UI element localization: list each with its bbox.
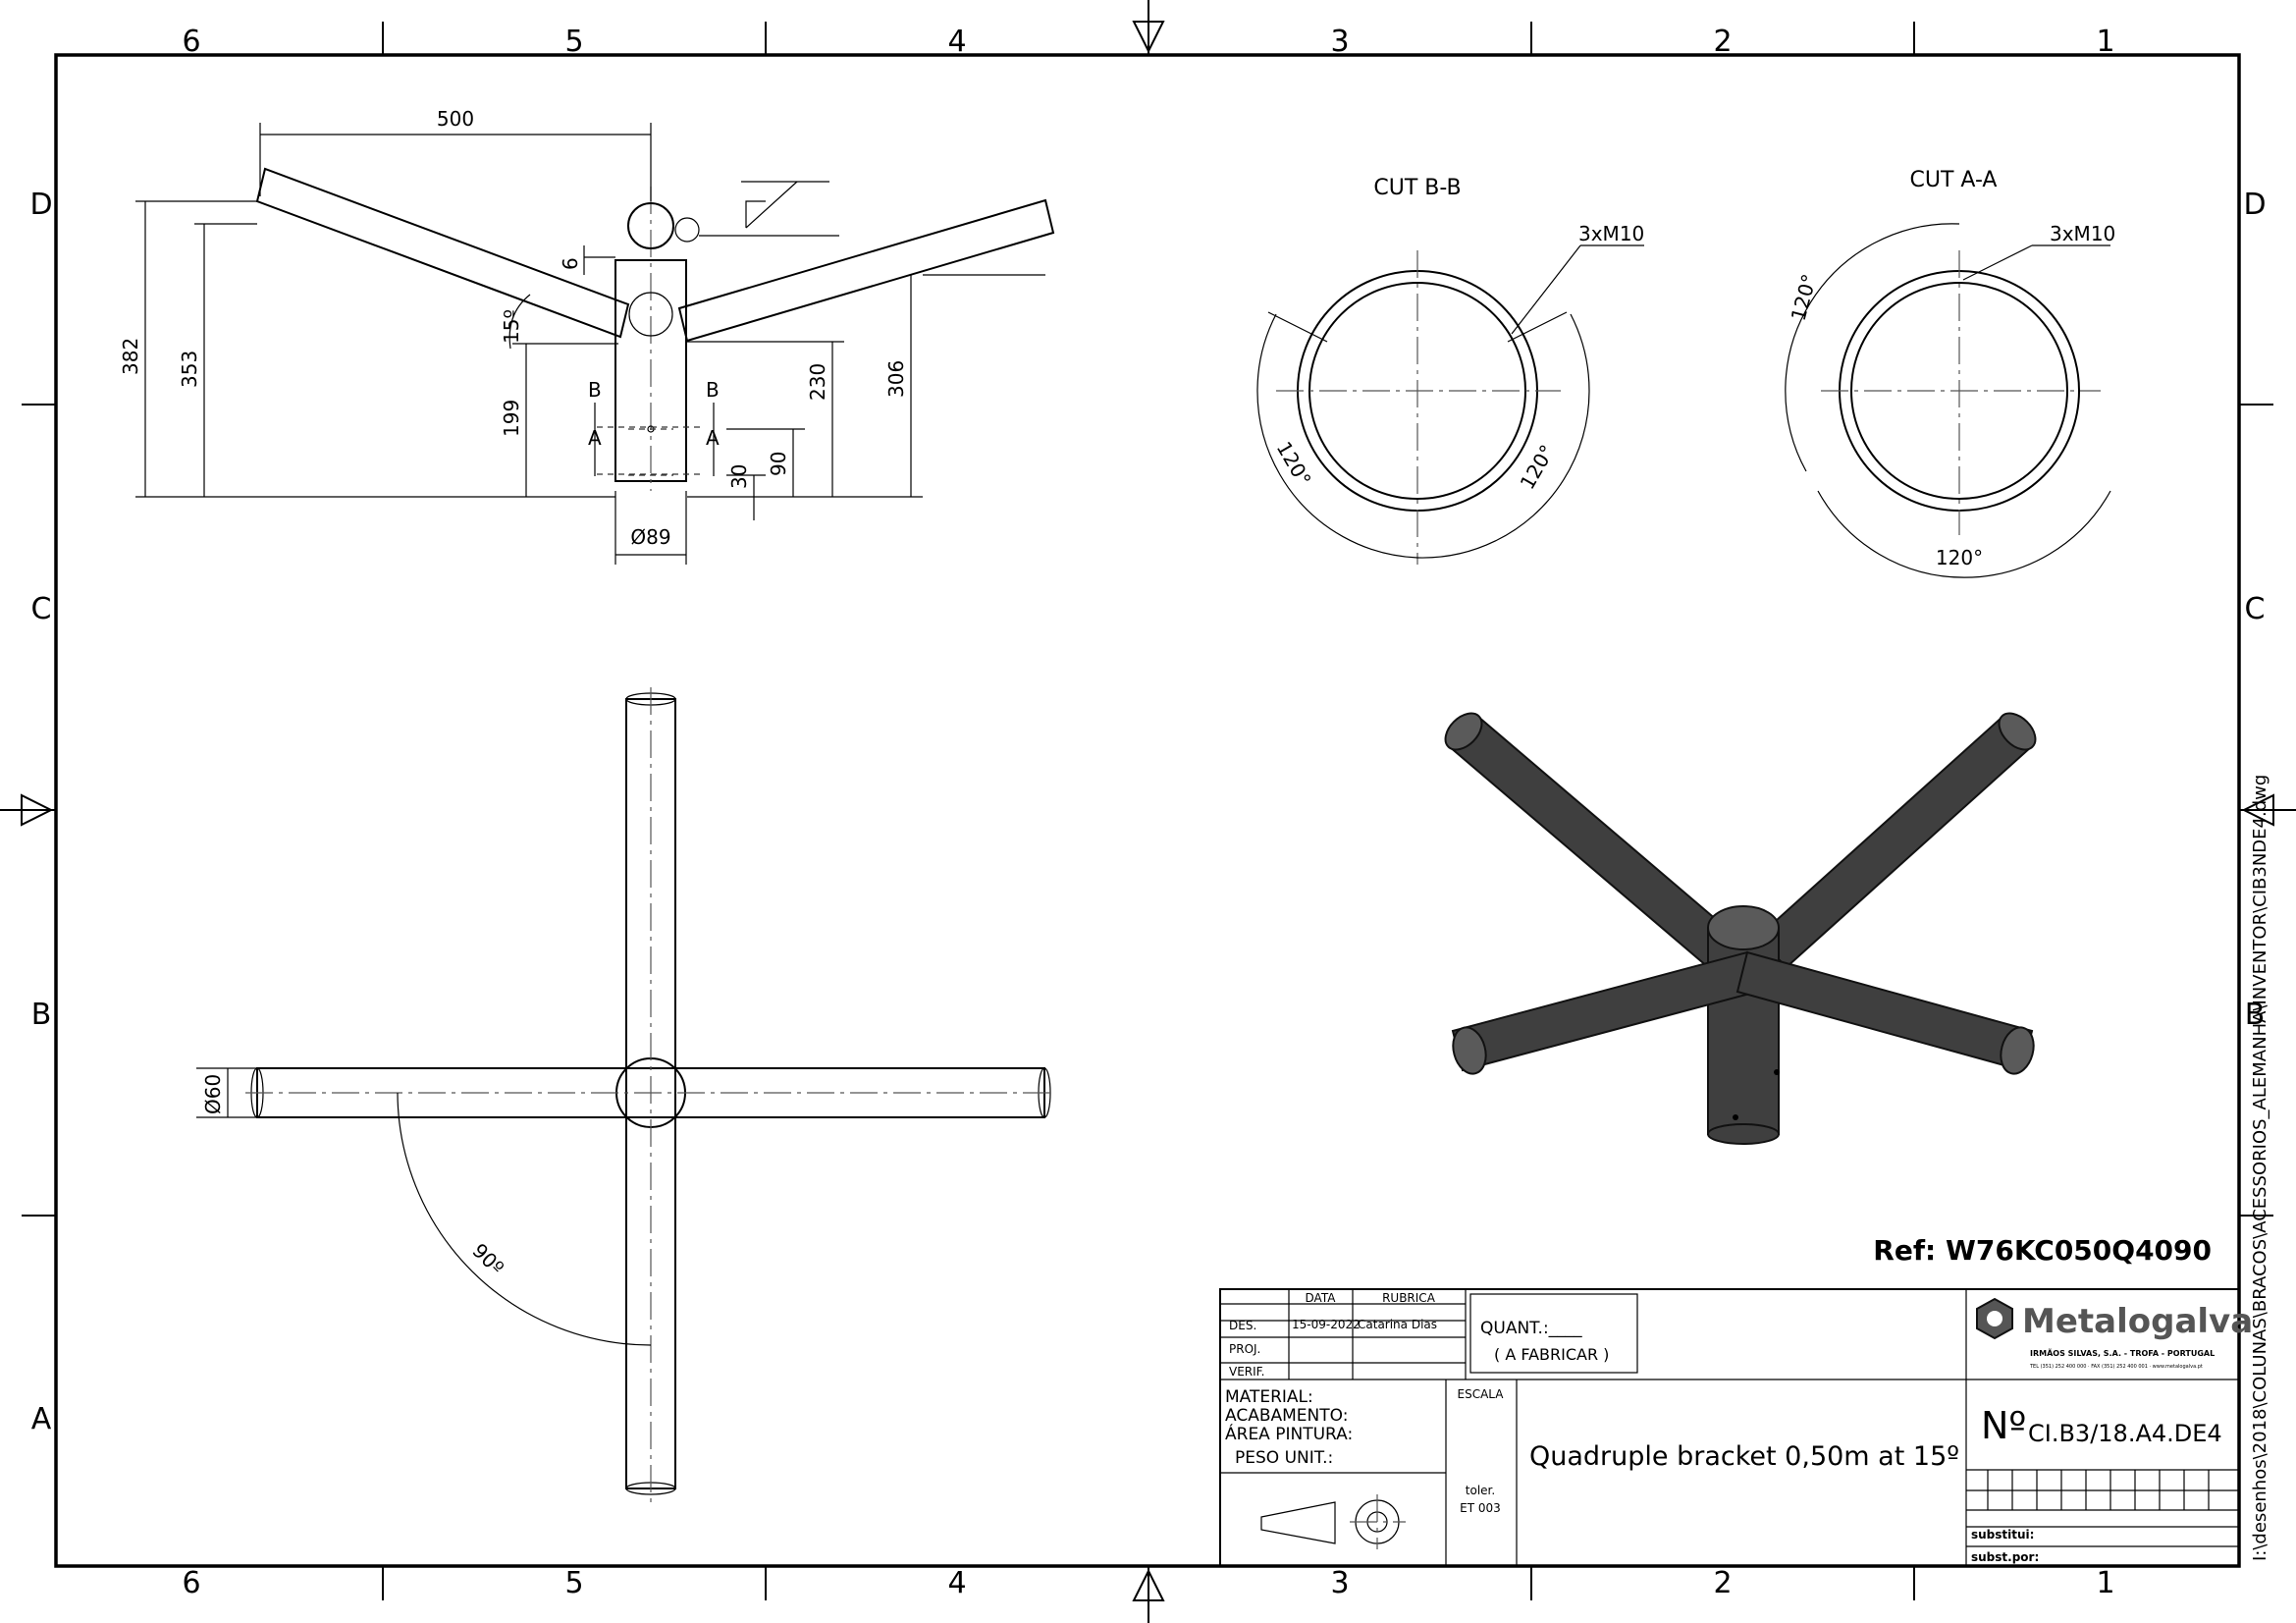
cut-aa-text: CUT A-A 3xM10 120° 120° [1787, 168, 2116, 569]
tb-row-proj: PROJ. [1229, 1342, 1260, 1356]
col-2-top: 2 [1713, 25, 1732, 59]
row-d-left: D [29, 188, 52, 222]
col-1-top: 1 [2096, 25, 2114, 59]
dim-382: 382 [119, 338, 142, 375]
dim-6: 6 [559, 257, 582, 270]
title-block-lines [1219, 1288, 2240, 1567]
tb-row-verif: VERIF. [1229, 1365, 1264, 1379]
col-4-top: 4 [947, 25, 966, 59]
cut-aa-title: CUT A-A [1910, 168, 1998, 192]
top-view-text: Ø60 90º [201, 1074, 508, 1279]
tb-substitui: substitui: [1971, 1528, 2034, 1542]
cut-mark-a-right: A [706, 426, 720, 450]
front-dimension-text: 500 382 353 199 15º 6 230 306 30 90 Ø89 [119, 107, 908, 549]
dim-306: 306 [884, 360, 908, 398]
cut-bb-thread: 3xM10 [1578, 222, 1644, 245]
tb-et: ET 003 [1460, 1501, 1501, 1515]
col-5-bottom: 5 [564, 1566, 583, 1600]
col-6-top: 6 [182, 25, 200, 59]
tb-drawing-no: CI.B3/18.A4.DE4 [2028, 1420, 2222, 1447]
reference-code: Ref: W76KC050Q4090 [1873, 1234, 2212, 1267]
cut-mark-b-right: B [706, 378, 720, 402]
col-4-bottom: 4 [947, 1566, 966, 1600]
col-2-bottom: 2 [1713, 1566, 1732, 1600]
tb-col-data: DATA [1306, 1291, 1337, 1305]
cut-bb-title: CUT B-B [1373, 176, 1461, 200]
dim-500: 500 [437, 107, 474, 131]
dim-90: 90 [767, 452, 790, 476]
cut-bb-angle-left: 120° [1272, 438, 1316, 491]
tb-toler: toler. [1466, 1484, 1495, 1497]
dim-230: 230 [806, 363, 829, 401]
row-labels: D C B A D C B [29, 188, 2266, 1436]
cut-bb-view [1256, 244, 1644, 565]
tb-company-contact: TEL (351) 252 400 000 · FAX (351) 252 40… [2029, 1364, 2203, 1370]
cut-bb-text: CUT B-B 3xM10 120° 120° [1272, 176, 1645, 494]
row-a-left: A [31, 1402, 52, 1436]
tb-row-des: DES. [1229, 1319, 1256, 1332]
cut-mark-b-left: B [588, 378, 602, 402]
tb-peso-unit: PESO UNIT.: [1235, 1448, 1333, 1468]
col-6-bottom: 6 [182, 1566, 200, 1600]
front-cut-marks: B A B A [588, 378, 720, 450]
dim-199: 199 [500, 400, 523, 437]
tb-a-fabricar: ( A FABRICAR ) [1494, 1345, 1609, 1364]
dim-353: 353 [178, 351, 201, 388]
tb-escala: ESCALA [1458, 1387, 1505, 1401]
row-c-right: C [2245, 592, 2266, 626]
col-5-top: 5 [564, 25, 583, 59]
tb-col-rubrica: RUBRICA [1382, 1291, 1436, 1305]
col-1-bottom: 1 [2096, 1566, 2114, 1600]
tb-des-date: 15-09-2022 [1292, 1318, 1361, 1331]
tb-des-name: Catarina Dias [1358, 1318, 1437, 1331]
dim-dia-60: Ø60 [201, 1074, 225, 1114]
cut-aa-angle-bottom: 120° [1936, 546, 1983, 569]
cut-aa-thread: 3xM10 [2050, 222, 2115, 245]
tb-material: MATERIAL: [1225, 1387, 1313, 1407]
col-3-top: 3 [1330, 25, 1349, 59]
front-dimension-lines [135, 123, 1045, 565]
tb-description: Quadruple bracket 0,50m at 15º [1529, 1441, 1959, 1472]
cut-aa-view [1785, 223, 2111, 578]
company-logo-icon-core [1987, 1311, 2002, 1326]
row-c-left: C [31, 592, 52, 626]
cut-aa-angle-top: 120° [1787, 272, 1822, 324]
dim-dia-89: Ø89 [630, 525, 670, 549]
dim-30: 30 [727, 464, 751, 489]
column-labels: 6 5 4 3 2 1 6 5 4 3 2 1 [182, 25, 2114, 1600]
tb-area-pintura: ÁREA PINTURA: [1225, 1423, 1353, 1444]
row-b-left: B [31, 998, 52, 1032]
row-d-right: D [2243, 188, 2266, 222]
row-b-right: B [2245, 998, 2266, 1032]
dim-angle-15: 15º [500, 309, 523, 344]
title-block-text: DATA RUBRICA DES. PROJ. VERIF. 15-09-202… [1225, 1291, 2253, 1564]
isometric-view [1444, 712, 2037, 1145]
tb-company: Metalogalva [2022, 1302, 2253, 1341]
file-path: I:\desenhos\2018\COLUNAS\BRACOS\ACESSORI… [2250, 775, 2270, 1561]
tb-acabamento: ACABAMENTO: [1225, 1406, 1348, 1426]
tb-subst-por: subst.por: [1971, 1550, 2039, 1564]
cut-mark-a-left: A [588, 426, 602, 450]
tb-no-label: Nº [1981, 1404, 2026, 1447]
front-view [255, 167, 1055, 491]
tb-company-sub: IRMÃOS SILVAS, S.A. - TROFA - PORTUGAL [2030, 1348, 2215, 1358]
col-3-bottom: 3 [1330, 1566, 1349, 1600]
top-view [196, 687, 1056, 1502]
tb-quant: QUANT.:____ [1480, 1319, 1582, 1338]
